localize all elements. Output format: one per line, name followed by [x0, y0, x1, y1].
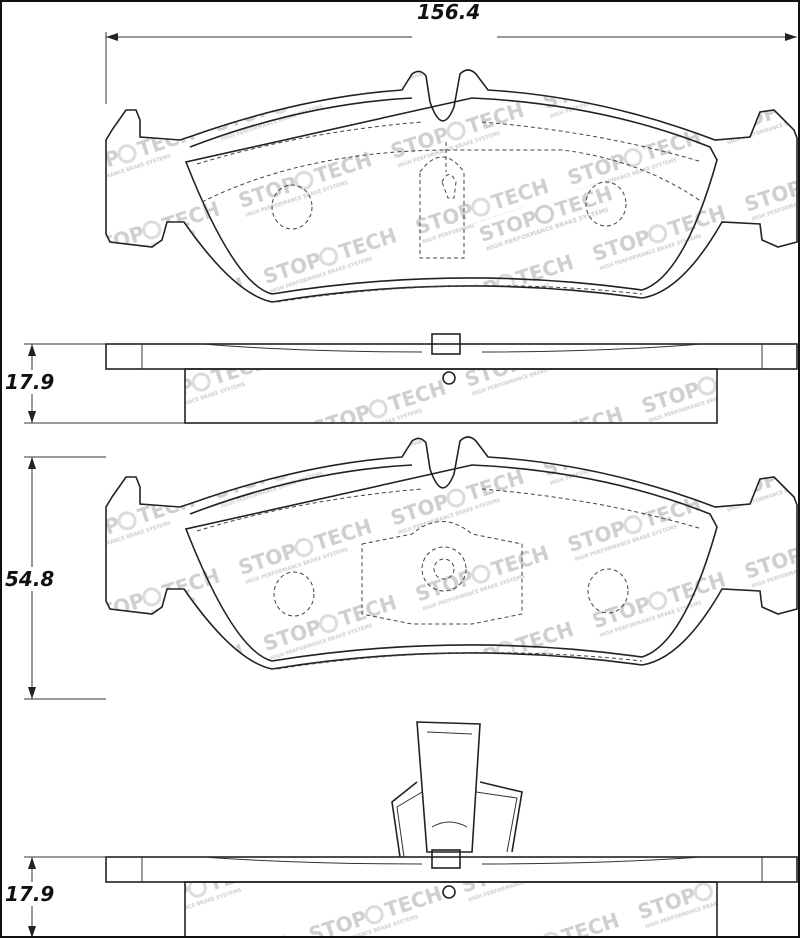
height-dimension-label: 54.8: [2, 567, 58, 591]
pad-back-view: [24, 436, 798, 700]
thickness-bottom-label: 17.9: [2, 882, 58, 906]
width-dimension-label: 156.4: [414, 2, 484, 24]
width-dimension: [105, 32, 797, 104]
pad-side-view-top: [24, 333, 798, 424]
thickness-top-label: 17.9: [2, 370, 58, 394]
watermark-ring-icon: [535, 204, 555, 224]
pad-front-view: STOP TECH HIGH PERFORMANCE BRAKE SYSTEMS: [105, 69, 798, 303]
pad-side-view-bottom: [24, 721, 798, 936]
